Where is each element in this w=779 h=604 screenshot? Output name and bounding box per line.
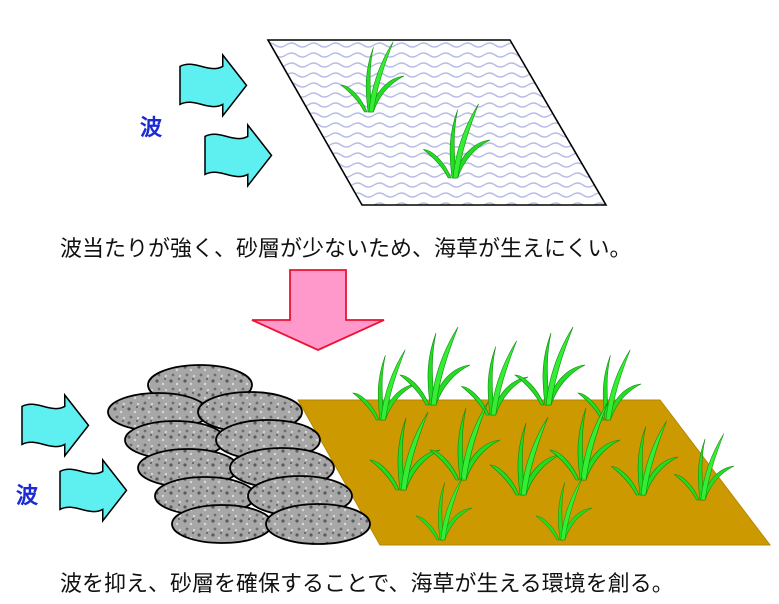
down-arrow-icon: [251, 269, 385, 351]
stone-breakwater: [107, 364, 371, 545]
stone-block-icon: [265, 503, 371, 545]
wave-arrow-icon: [59, 459, 128, 522]
top-caption: 波当たりが強く、砂層が少ないため、海草が生えにくい。: [60, 237, 632, 262]
stone-block-icon: [171, 504, 273, 544]
seagrass-icon: [514, 326, 586, 406]
wave-arrow-icon: [21, 394, 90, 457]
wave-arrow-icon: [204, 124, 273, 187]
seagrass-icon: [399, 326, 471, 406]
wave-arrow-icon: [179, 54, 248, 117]
bottom-caption: 波を抑え、砂層を確保することで、海草が生える環境を創る。: [60, 572, 674, 597]
wave-label: 波: [16, 484, 39, 509]
wave-label: 波: [140, 116, 163, 141]
sea-surface-panel: [266, 39, 608, 206]
